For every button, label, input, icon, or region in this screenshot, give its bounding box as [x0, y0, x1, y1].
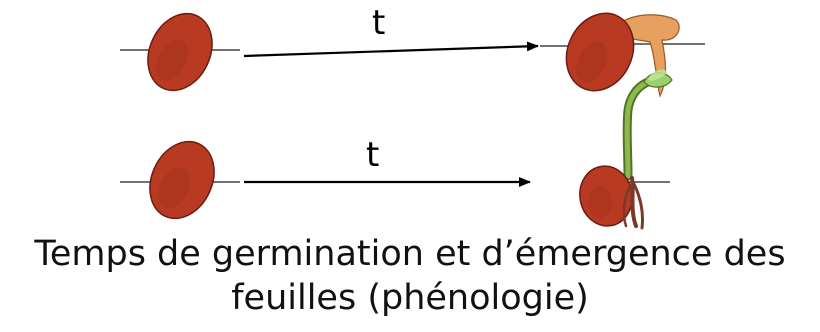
time-arrow — [244, 46, 538, 56]
row-1 — [120, 2, 705, 102]
seed-initial — [138, 131, 226, 229]
caption-line: feuilles (phénologie) — [0, 276, 820, 320]
caption-line: Temps de germination et d’émergence des — [0, 232, 820, 276]
arrow-label-time: t — [366, 138, 379, 172]
diagram-illustration — [0, 0, 820, 232]
diagram-caption: Temps de germination et d’émergence des … — [0, 232, 820, 320]
seedling-with-leaves — [575, 70, 672, 230]
row-2 — [120, 70, 672, 230]
seed-initial — [136, 3, 224, 101]
arrow-label-time: t — [372, 6, 385, 40]
